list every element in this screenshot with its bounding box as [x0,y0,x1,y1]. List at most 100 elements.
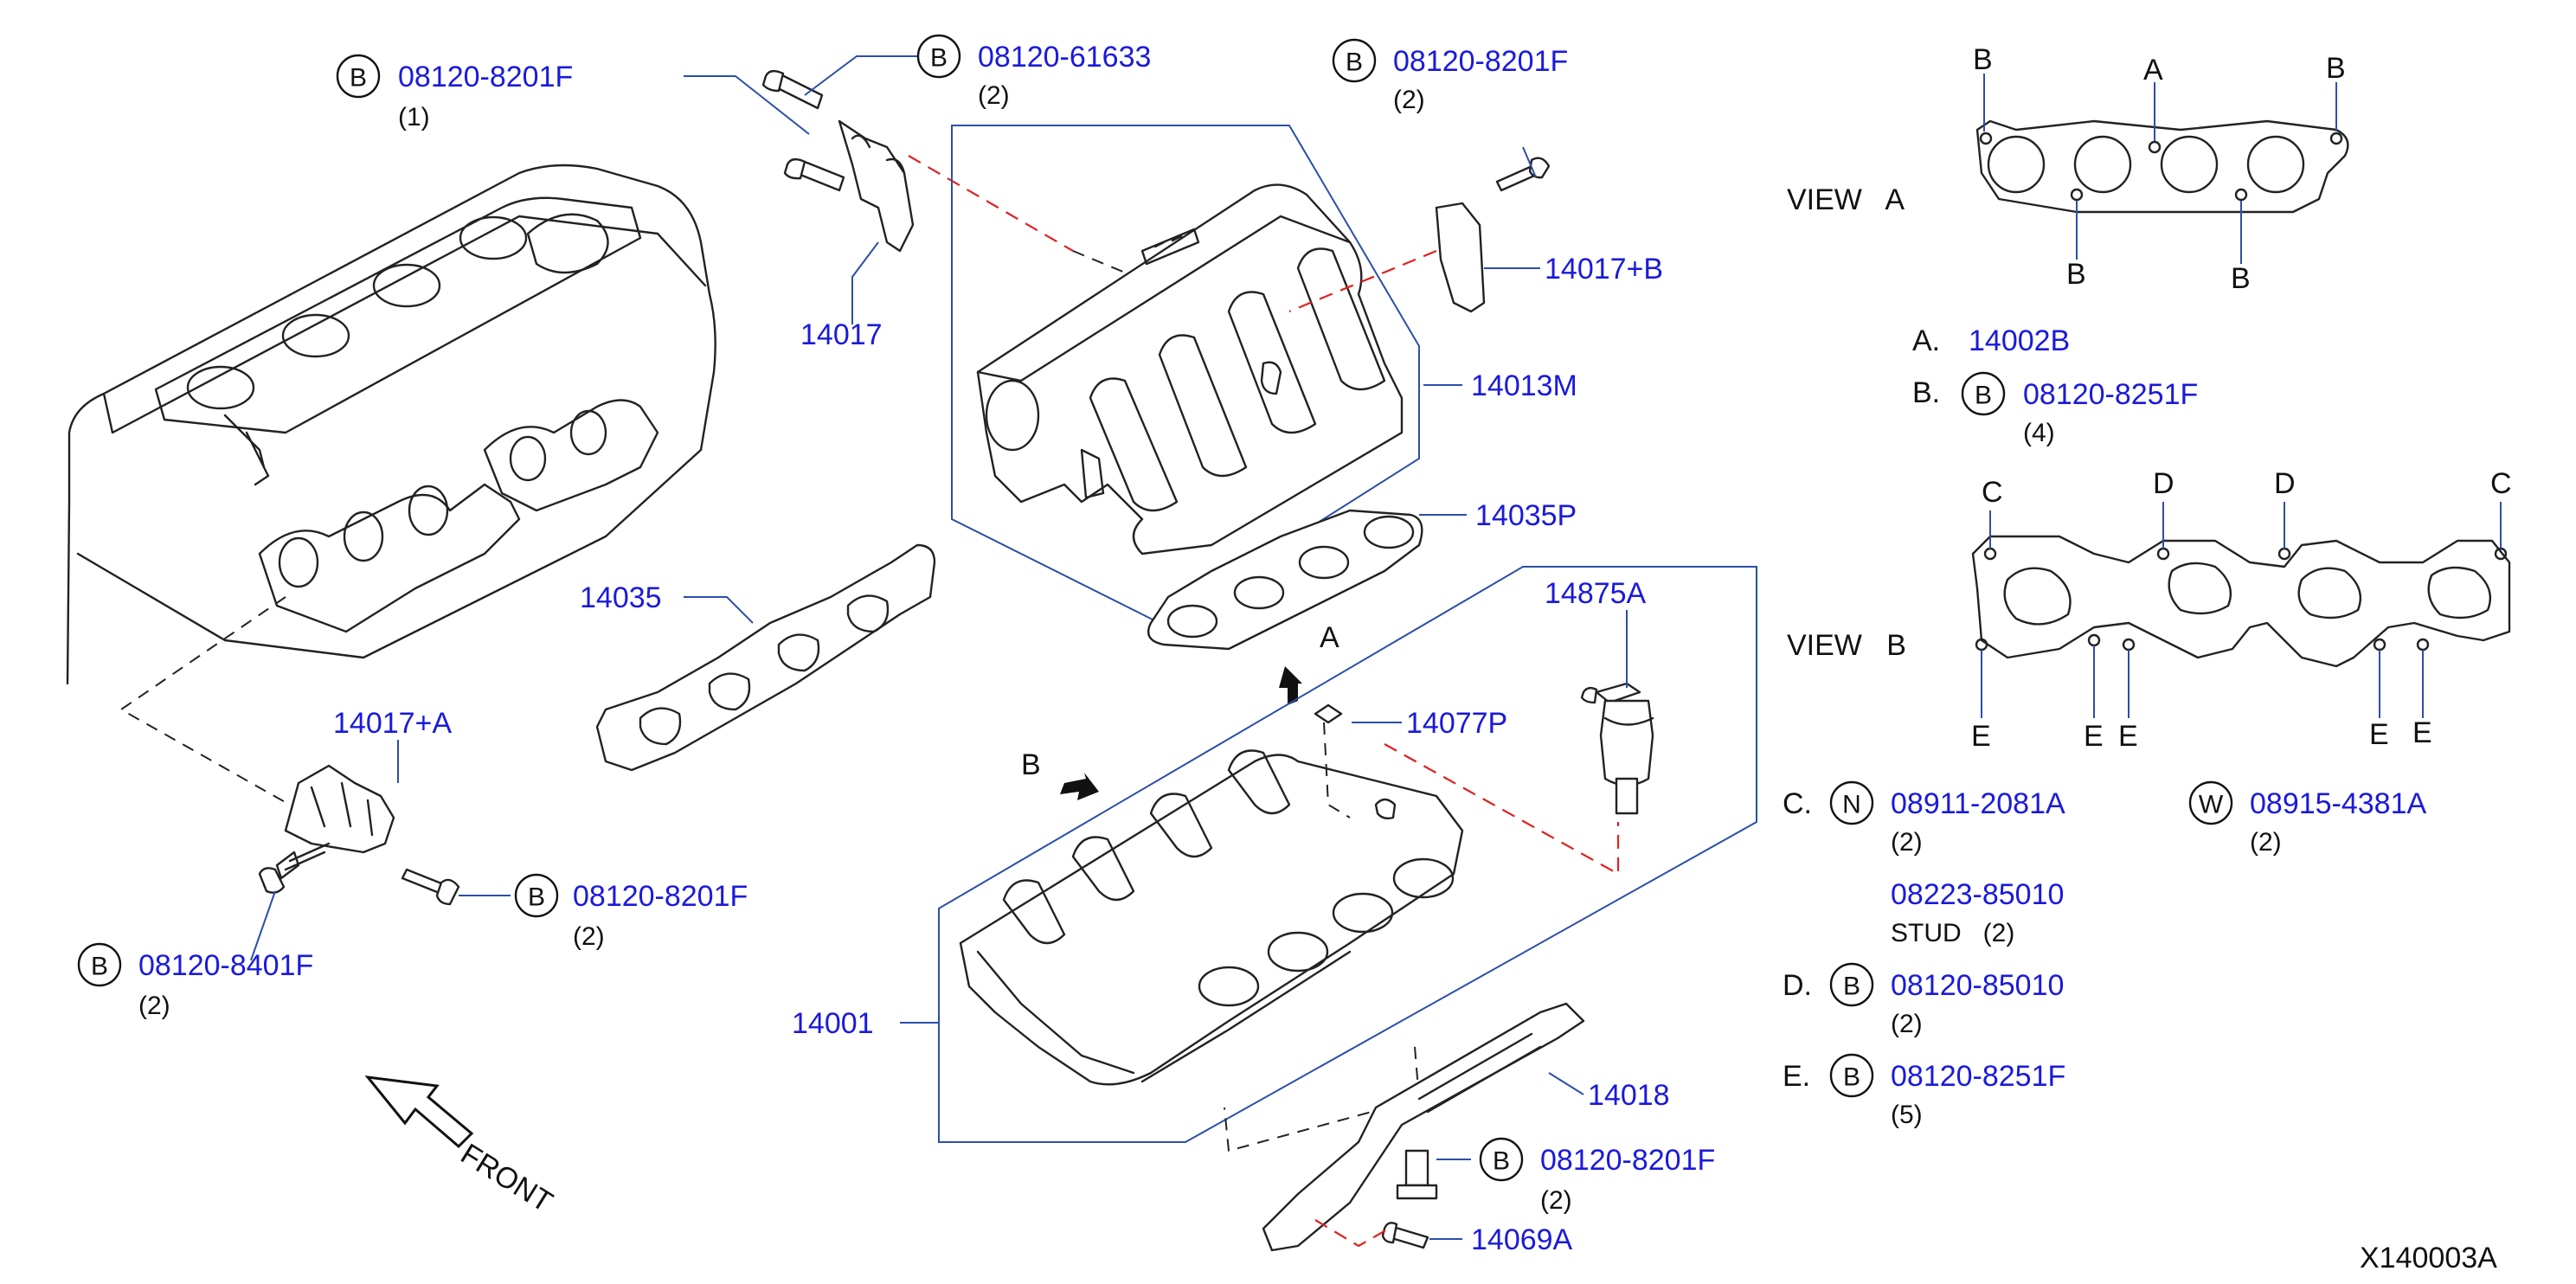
part-number: 08120-61633 [978,41,1151,74]
view-b-arrow [1060,773,1099,800]
bracket-14017b-illustration [1435,157,1551,313]
view-a-gasket-illustration [1975,119,2349,214]
callout-08120-8201F-bottom: B 08120-8201F (2) [1479,1137,1715,1215]
shield-14018-hidden-line [1314,1219,1390,1248]
legend-part: 14002B [1969,324,2070,357]
callout-08120-61633: B 08120-61633 (2) [916,34,1151,110]
view-a-letter: B [2231,262,2251,295]
upper-collector-illustration [976,183,1404,555]
legend-key: C. [1783,787,1812,820]
part-14035: 14035 [580,581,662,614]
view-a-letter: B [1973,43,1993,76]
quantity: (1) [398,103,430,132]
arrow-a-label: A [1320,621,1339,654]
legend-qty: (2) [1891,828,1923,857]
view-b-letter: C [1982,476,2003,509]
valve-14875a-hidden-line [1384,743,1620,876]
callout-leaders [250,55,1628,1240]
legend-qty: STUD (2) [1891,919,2014,947]
callout-code: B [930,44,948,73]
cylinder-head-illustration [66,164,716,685]
gasket-14035-illustration [595,543,936,772]
legend-key: B. [1912,376,1940,409]
view-a-arrow [1279,666,1302,705]
engine-to-bracket-dashed-line [119,596,321,823]
lower-manifold-frame [938,566,1757,1143]
callout-code: B [1346,48,1363,77]
callout-code: B [350,64,367,93]
part-14069a: 14069A [1471,1223,1573,1256]
bracket-14017b-hidden-line [1288,249,1437,313]
part-14875a: 14875A [1545,577,1647,610]
legend-key: E. [1783,1060,1810,1093]
view-b-letter: D [2153,467,2175,500]
legend-key: A. [1912,324,1940,357]
quantity: (2) [978,81,1010,110]
view-b-letter: E [2084,720,2104,753]
legend-code: N [1842,791,1861,819]
callout-code: B [528,883,545,912]
legend-qty: (4) [2023,419,2055,447]
front-label: FRONT [455,1138,558,1219]
callout-08120-8201F-mid-left: B 08120-8201F (2) [514,873,748,951]
view-b-letter: E [1971,720,1991,753]
valve-14875a-illustration [1580,682,1654,815]
callout-08120-8401F: B 08120-8401F (2) [77,942,313,1020]
bracket-14017-illustration [761,69,915,253]
bracket-14017-hidden-line [908,155,1074,252]
view-b-letter: E [2369,718,2389,751]
part-14077p: 14077P [1406,707,1507,740]
legend-c-alt: W 08915-4381A (2) [2188,780,2427,857]
callout-08120-8201F-top-left: B 08120-8201F (1) [336,54,573,132]
quantity: (2) [1393,86,1425,114]
part-number: 08120-8201F [1393,45,1568,78]
view-a-letter: B [2066,258,2086,291]
legend-d: D. B 08120-85010 (2) [1783,962,2064,1038]
view-b-title: VIEW B [1787,629,1906,662]
view-b-letter: C [2490,467,2512,500]
callout-code: B [1493,1147,1510,1176]
seal-14077p-illustration [1314,703,1343,724]
bracket-14017a-illustration [258,764,460,906]
view-b-letter: D [2274,467,2296,500]
legend-e: E. B 08120-8251F (5) [1783,1053,2065,1129]
view-a-leaders [1983,74,2337,264]
manifold-14077p-dashed-line [1323,722,1351,819]
view-a-title: VIEW A [1787,183,1905,216]
part-number: 08120-8401F [138,949,313,982]
legend-key: D. [1783,969,1812,1002]
gasket-14035p-illustration [1147,509,1423,651]
callout-code: B [91,953,108,981]
view-b-leaders [1981,502,2502,718]
legend-b: B. B 08120-8251F (4) [1912,371,2198,447]
view-b-letter: E [2118,720,2138,753]
drawing-id: X140003A [2360,1242,2497,1274]
view-b-letter: E [2412,716,2432,749]
part-14013m: 14013M [1471,369,1577,402]
front-arrow: FRONT [364,1075,558,1219]
legend-part: 08120-8251F [2023,378,2198,411]
legend-part: 08911-2081A [1891,787,2065,820]
quantity: (2) [573,922,605,951]
part-14017b: 14017+B [1545,253,1663,286]
legend-part: 08120-85010 [1891,969,2064,1002]
part-number: 08120-8201F [398,61,573,93]
legend-qty: (2) [1891,1010,1923,1038]
callout-08120-8201F-top-right: B 08120-8201F (2) [1332,38,1568,114]
upper-collector-frame [951,125,1420,625]
part-14001: 14001 [792,1007,874,1040]
legend-qty: (2) [2250,828,2282,857]
part-number: 08120-8201F [1540,1144,1715,1177]
part-14035p: 14035P [1475,499,1577,532]
legend-code: W [2199,791,2224,819]
part-14017: 14017 [800,318,883,351]
part-number: 08120-8201F [573,880,748,913]
legend-part: 08915-4381A [2250,787,2427,820]
legend-code: B [1843,1063,1860,1092]
quantity: (2) [1540,1186,1572,1215]
legend-part: 08223-85010 [1891,878,2064,911]
legend-stud: 08223-85010 STUD (2) [1891,878,2064,947]
legend-qty: (5) [1891,1101,1923,1129]
bolt-14069a-illustration [1381,1149,1438,1249]
